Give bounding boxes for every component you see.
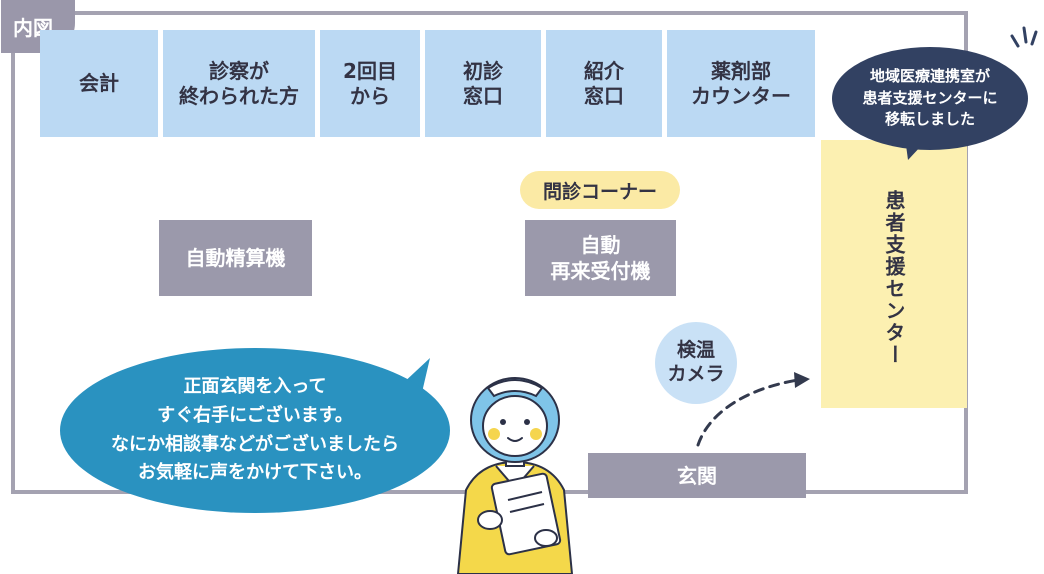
counter-first-visit: 初診 窓口 — [425, 30, 541, 137]
nurse-illustration-icon — [456, 377, 574, 574]
counter-second-visit: 2回目 から — [320, 30, 420, 137]
auto-reception-line: 再来受付機 — [550, 259, 651, 283]
relocation-notice-line: 移転しました — [884, 110, 975, 129]
relocation-notice-bubble: 地域医療連携室が 患者支援センターに 移転しました — [832, 47, 1028, 150]
sparkle-icon — [1010, 26, 1038, 48]
guide-message-line: 正面玄関を入って — [183, 375, 327, 397]
auto-reception-line: 自動 — [580, 233, 621, 257]
auto-reception-machine: 自動 再来受付機 — [525, 220, 676, 296]
entrance: 玄関 — [588, 453, 806, 498]
counter-line: 窓口 — [584, 83, 624, 108]
entrance-text: 玄関 — [677, 463, 717, 488]
counter-line: から — [350, 83, 390, 108]
patient-support-center-label: 患者支援センター — [882, 190, 906, 366]
counter-line: 会計 — [79, 71, 119, 95]
counter-after-exam: 診察が 終わられた方 — [163, 30, 315, 137]
counter-line: 2回目 — [343, 58, 397, 83]
patient-support-center: 患者支援センター — [821, 140, 967, 408]
thermal-camera-line: カメラ — [667, 363, 725, 385]
counter-line: 薬剤部 — [711, 58, 771, 83]
auto-payment-machine: 自動精算機 — [159, 220, 312, 296]
relocation-notice-line: 患者支援センターに — [862, 88, 998, 107]
counter-referral: 紹介 窓口 — [546, 30, 662, 137]
relocation-notice-line: 地域医療連携室が — [869, 66, 990, 85]
route-arrow-icon — [696, 372, 810, 447]
counter-pharmacy: 薬剤部 カウンター — [667, 30, 815, 137]
guide-message-bubble: 正面玄関を入って すぐ右手にございます。 なにか相談事などがございましたら お気… — [60, 348, 450, 513]
monshin-corner-label: 問診コーナー — [520, 171, 680, 209]
thermal-camera-line: 検温 — [676, 339, 715, 362]
counter-line: 終わられた方 — [179, 83, 299, 108]
thermal-camera: 検温 カメラ — [655, 322, 737, 404]
guide-message-line: すぐ右手にございます。 — [157, 404, 353, 426]
counter-kaikei: 会計 — [40, 30, 158, 137]
counter-line: 紹介 — [584, 58, 624, 83]
counter-line: 診察が — [209, 58, 269, 83]
counter-line: 初診 — [463, 58, 503, 83]
monshin-corner-text: 問診コーナー — [542, 180, 657, 203]
guide-message-line: お気軽に声をかけて下さい。 — [138, 462, 372, 484]
counter-line: カウンター — [691, 83, 791, 108]
guide-message-line: なにか相談事などがございましたら — [111, 433, 399, 455]
counter-line: 窓口 — [463, 83, 503, 108]
auto-payment-text: 自動精算機 — [185, 246, 286, 270]
